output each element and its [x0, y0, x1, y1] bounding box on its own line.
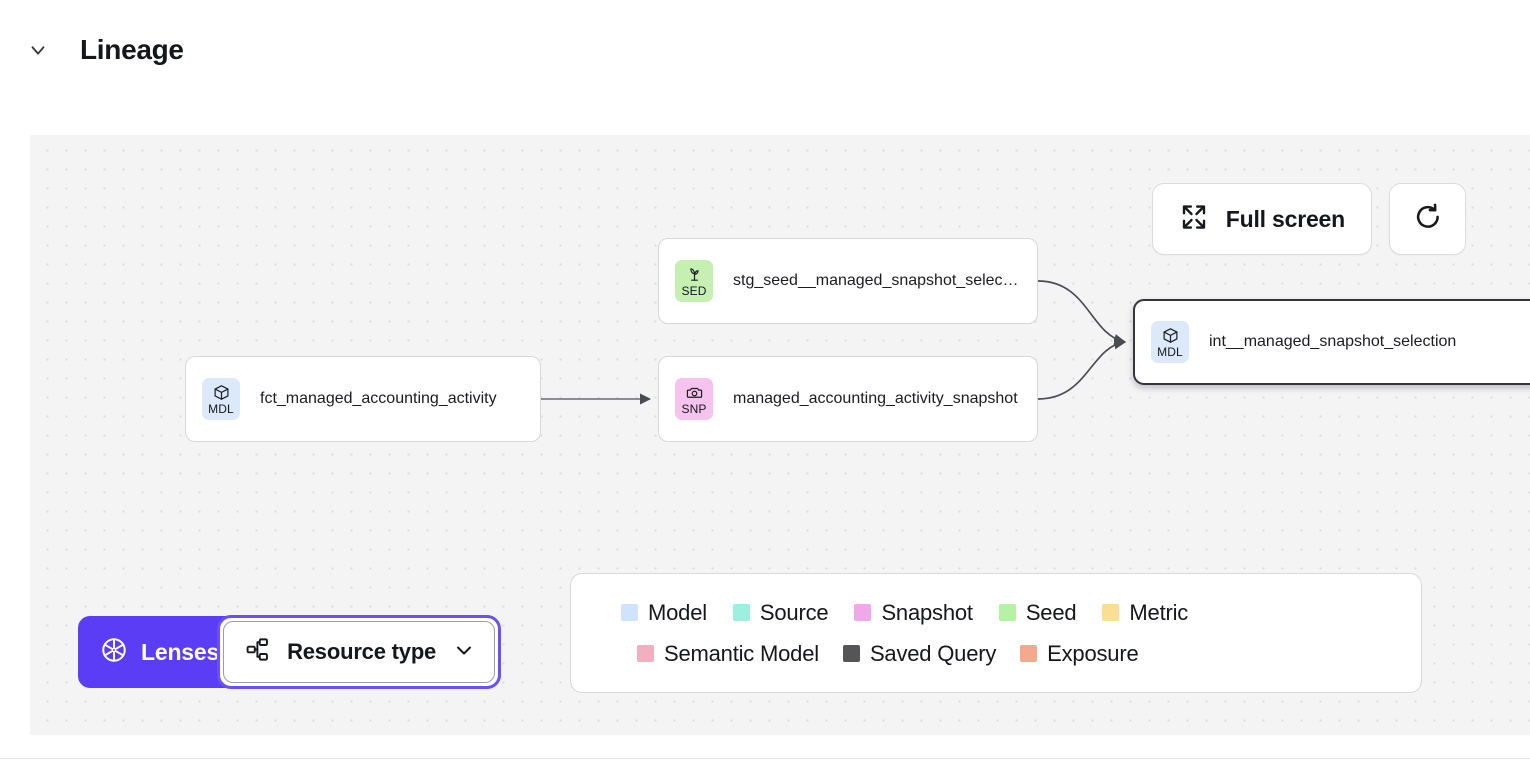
- section-divider: [0, 758, 1530, 759]
- legend-label: Model: [648, 599, 707, 625]
- edge-seed-to-int: [1037, 280, 1127, 346]
- legend-swatch: [732, 604, 750, 621]
- expand-arrows-icon: [1179, 202, 1209, 237]
- edge-snapshot-to-int: [1037, 337, 1127, 400]
- node-type-abbr: SED: [681, 283, 707, 298]
- resource-type-label: Resource type: [287, 639, 437, 664]
- cube-icon: MDL: [202, 378, 240, 420]
- canvas-action-buttons: Full screen: [1151, 183, 1466, 255]
- page-title: Lineage: [80, 34, 184, 65]
- legend-label: Semantic Model: [664, 640, 819, 666]
- refresh-icon: [1412, 201, 1444, 238]
- lenses-button[interactable]: Lenses: [78, 616, 240, 688]
- chevron-down-icon: [452, 638, 476, 667]
- legend-label: Source: [759, 599, 829, 625]
- node-type-abbr: SNP: [681, 401, 707, 416]
- lineage-node-seed-stg[interactable]: SED stg_seed__managed_snapshot_selecti..…: [658, 238, 1038, 324]
- refresh-button[interactable]: [1389, 183, 1466, 255]
- lineage-node-label: stg_seed__managed_snapshot_selecti...: [733, 272, 1021, 289]
- lenses-label: Lenses: [141, 638, 220, 665]
- lineage-node-label: managed_accounting_activity_snapshot: [733, 390, 1018, 407]
- legend-item-model: Model: [621, 600, 707, 626]
- legend-swatch: [998, 604, 1016, 621]
- lineage-canvas[interactable]: MDL fct_managed_accounting_activity SED …: [30, 135, 1530, 735]
- legend-item-metric: Metric: [1102, 600, 1188, 626]
- legend-label: Metric: [1129, 599, 1189, 625]
- legend-swatch: [621, 604, 638, 621]
- legend-label: Snapshot: [881, 599, 973, 625]
- lineage-legend: Model Source Snapshot Seed Metric: [570, 573, 1422, 693]
- lineage-node-label: int__managed_snapshot_selection: [1209, 333, 1457, 350]
- legend-label: Saved Query: [869, 640, 997, 666]
- legend-swatch: [1102, 604, 1120, 621]
- aperture-icon: [100, 636, 128, 669]
- legend-label: Seed: [1025, 599, 1077, 625]
- legend-swatch: [842, 645, 860, 662]
- legend-item-seed: Seed: [998, 599, 1077, 626]
- hierarchy-icon: [244, 636, 271, 668]
- lineage-node-model-int-selected[interactable]: MDL int__managed_snapshot_selection: [1133, 299, 1530, 385]
- legend-row-secondary: Semantic Model Saved Query Exposure: [597, 641, 1395, 667]
- legend-item-source: Source: [732, 599, 829, 626]
- legend-item-snapshot: Snapshot: [854, 599, 973, 626]
- lineage-node-model-fct[interactable]: MDL fct_managed_accounting_activity: [185, 356, 541, 442]
- cube-icon: MDL: [1151, 321, 1189, 363]
- legend-label: Exposure: [1047, 640, 1139, 666]
- resource-type-focus-ring: Resource type: [217, 615, 502, 689]
- legend-swatch: [637, 645, 654, 662]
- resource-type-dropdown[interactable]: Resource type: [223, 621, 496, 683]
- full-screen-button[interactable]: Full screen: [1151, 183, 1372, 255]
- camera-icon: SNP: [675, 378, 713, 420]
- legend-item-semantic-model: Semantic Model: [637, 641, 819, 667]
- lineage-section-header: Lineage: [0, 0, 1530, 100]
- legend-item-saved-query: Saved Query: [842, 640, 997, 667]
- full-screen-label: Full screen: [1225, 205, 1345, 232]
- legend-row-primary: Model Source Snapshot Seed Metric: [597, 600, 1395, 626]
- legend-swatch: [854, 604, 872, 621]
- lenses-controls: Lenses Resource type: [78, 615, 502, 689]
- lineage-node-snapshot[interactable]: SNP managed_accounting_activity_snapshot: [658, 356, 1038, 442]
- node-type-abbr: MDL: [208, 401, 234, 416]
- sprout-icon: SED: [675, 260, 713, 302]
- legend-item-exposure: Exposure: [1020, 640, 1139, 667]
- chevron-down-icon[interactable]: [18, 30, 58, 70]
- legend-swatch: [1020, 645, 1038, 662]
- node-type-abbr: MDL: [1157, 344, 1183, 359]
- lineage-node-label: fct_managed_accounting_activity: [260, 390, 497, 407]
